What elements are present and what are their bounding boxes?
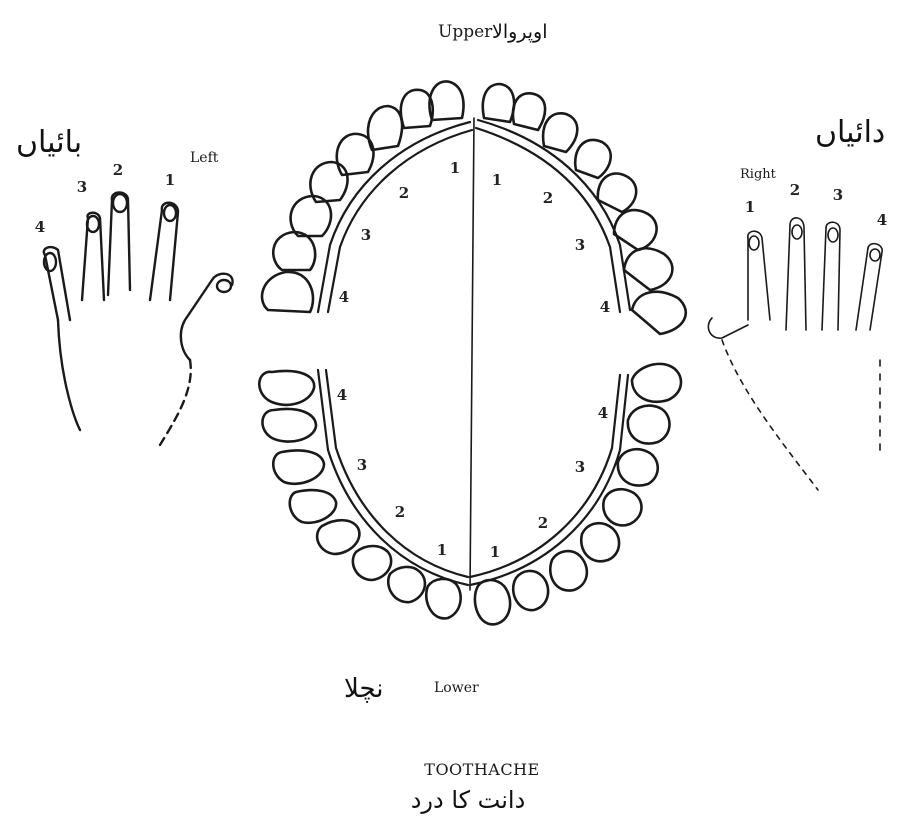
right-label-en: Right [740, 167, 777, 182]
lower-right-tooth-7 [628, 406, 670, 444]
title-ur: دانت کا درد [411, 786, 526, 814]
lower-right-number-2: 2 [538, 514, 548, 532]
lower-left-number-2: 2 [395, 503, 405, 521]
lower-right-tooth-6 [618, 449, 658, 485]
lower-left-number-1: 1 [437, 541, 447, 559]
upper-left-number-4: 4 [339, 288, 349, 306]
upper-left-tooth-8 [262, 272, 313, 312]
upper-left-number-2: 2 [399, 184, 409, 202]
upper-right-number-2: 2 [543, 189, 553, 207]
upper-right-tooth-8 [632, 292, 686, 334]
upper-left-number-3: 3 [361, 226, 371, 244]
right-finger-number-3: 3 [833, 186, 843, 204]
left-label-en: Left [190, 150, 219, 166]
lower-right-number-1: 1 [490, 543, 500, 561]
upper-right-number-3: 3 [575, 236, 585, 254]
lower-left-tooth-3 [353, 546, 391, 580]
lower-left-number-3: 3 [357, 456, 367, 474]
upper-right-number-1: 1 [492, 171, 502, 189]
lower-left-tooth-7 [262, 409, 316, 442]
right-finger-number-4: 4 [877, 211, 887, 229]
title-en: TOOTHACHE [424, 760, 539, 779]
left-finger-number-4: 4 [35, 218, 45, 236]
upper-right-number-4: 4 [600, 298, 610, 316]
left-label-ur: بائیاں [16, 125, 82, 160]
left-finger-number-1: 1 [165, 171, 175, 189]
lower-left-tooth-8 [259, 371, 314, 405]
lower-right-number-4: 4 [598, 404, 608, 422]
lower-right-tooth-3 [550, 551, 587, 591]
lower-right-tooth-2 [513, 571, 548, 610]
right-finger-number-1: 1 [745, 198, 755, 216]
left-hand-illustration [44, 193, 233, 446]
upper-label-ur: اوپروالا [492, 21, 548, 43]
upper-left-number-1: 1 [450, 159, 460, 177]
right-finger-number-2: 2 [790, 181, 800, 199]
lower-right-tooth-5 [603, 489, 641, 525]
upper-right-tooth-2 [513, 93, 545, 130]
lower-left-tooth-2 [388, 567, 425, 602]
upper-right-tooth-4 [575, 140, 610, 178]
upper-label-en: Upper [438, 22, 493, 42]
lower-left-tooth-5 [290, 490, 336, 523]
upper-right-tooth-7 [624, 248, 672, 290]
upper-right-tooth-3 [543, 113, 577, 152]
upper-left-tooth-1 [429, 81, 463, 120]
lower-label-ur: نچلا [344, 674, 384, 704]
lower-right-tooth-4 [581, 523, 619, 561]
lower-left-number-4: 4 [337, 386, 347, 404]
right-hand-illustration [708, 218, 882, 490]
lower-left-tooth-6 [273, 451, 324, 484]
lower-right-tooth-1 [475, 580, 510, 624]
upper-left-tooth-4 [337, 134, 374, 175]
upper-left-tooth-3 [368, 106, 402, 150]
lower-left-tooth-4 [317, 520, 359, 554]
upper-left-tooth-2 [401, 90, 433, 128]
lower-right-tooth-8 [632, 364, 681, 402]
upper-right-tooth-5 [598, 173, 636, 212]
upper-left-tooth-7 [273, 232, 315, 270]
left-finger-number-3: 3 [77, 178, 87, 196]
lower-label-en: Lower [434, 680, 479, 696]
lower-right-number-3: 3 [575, 458, 585, 476]
upper-right-tooth-1 [483, 84, 514, 122]
dental-arch-guides [318, 118, 630, 590]
left-finger-number-2: 2 [113, 161, 123, 179]
right-label-ur: دائیاں [815, 115, 885, 150]
lower-left-tooth-1 [426, 579, 460, 619]
